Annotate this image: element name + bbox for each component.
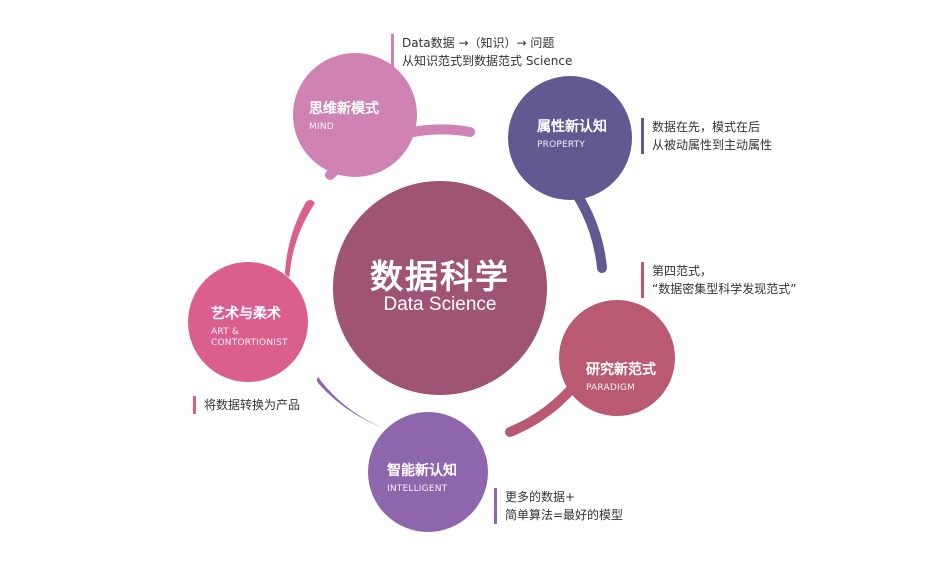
node-sub-property: PROPERTY xyxy=(537,139,586,150)
node-circle-art xyxy=(188,262,308,382)
note-bar-intelligent xyxy=(494,488,497,524)
center-subtitle: Data Science xyxy=(383,294,497,315)
note-intelligent-line-1: 更多的数据+ xyxy=(505,490,576,504)
note-mind-line-2: 从知识范式到数据范式 Science xyxy=(402,54,573,68)
node-label-intelligent: 智能新认知 INTELLIGENT xyxy=(387,463,457,495)
node-circle-research xyxy=(559,300,675,416)
node-label-research: 研究新范式 PARADIGM xyxy=(586,362,656,394)
note-mind-line-1: Data数据 →（知识）→ 问题 xyxy=(402,36,555,50)
node-sub-mind: MIND xyxy=(309,121,334,132)
note-property: 数据在先，模式在后 从被动属性到主动属性 xyxy=(641,118,772,154)
note-bar-art xyxy=(193,396,196,414)
node-circle-mind xyxy=(293,53,417,177)
note-research: 第四范式， “数据密集型科学发现范式” xyxy=(641,262,796,298)
node-sub-art-1: ART & xyxy=(211,326,240,337)
node-sub-art-2: CONTORTIONIST xyxy=(211,337,288,348)
node-circle-intelligent xyxy=(368,412,488,532)
node-sub-intelligent: INTELLIGENT xyxy=(387,483,448,494)
center-circle xyxy=(333,181,547,395)
node-title-mind: 思维新模式 xyxy=(309,101,379,117)
note-intelligent-line-2: 简单算法=最好的模型 xyxy=(505,508,624,522)
note-bar-mind xyxy=(391,34,394,70)
note-art: 将数据转换为产品 xyxy=(193,396,300,414)
node-title-research: 研究新范式 xyxy=(586,362,656,378)
note-mind: Data数据 →（知识）→ 问题 从知识范式到数据范式 Science xyxy=(391,34,572,70)
note-art-line-1: 将数据转换为产品 xyxy=(204,398,301,412)
node-label-mind: 思维新模式 MIND xyxy=(309,101,379,133)
note-bar-research xyxy=(641,262,644,298)
node-label-art: 艺术与柔术 ART & CONTORTIONIST xyxy=(211,306,288,349)
node-title-art: 艺术与柔术 xyxy=(211,306,281,322)
note-property-line-1: 数据在先，模式在后 xyxy=(652,120,761,134)
note-research-line-2: “数据密集型科学发现范式” xyxy=(652,282,797,296)
note-bar-property xyxy=(641,118,644,154)
node-title-property: 属性新认知 xyxy=(537,119,607,135)
node-title-intelligent: 智能新认知 xyxy=(387,463,457,479)
node-label-property: 属性新认知 PROPERTY xyxy=(537,119,607,151)
node-sub-research: PARADIGM xyxy=(586,382,635,393)
note-intelligent: 更多的数据+ 简单算法=最好的模型 xyxy=(494,488,623,524)
node-circle-property xyxy=(508,76,632,200)
note-research-line-1: 第四范式， xyxy=(652,264,713,278)
center-title: 数据科学 xyxy=(370,257,510,296)
note-property-line-2: 从被动属性到主动属性 xyxy=(652,138,773,152)
